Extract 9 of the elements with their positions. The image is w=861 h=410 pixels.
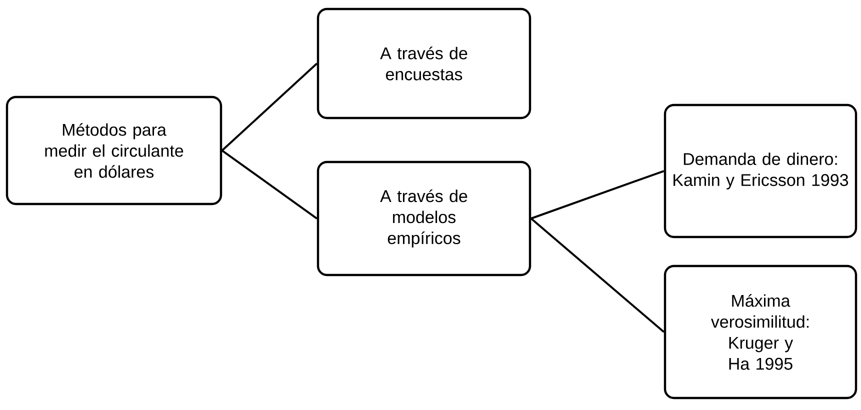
connector-line	[222, 150, 318, 220]
process-box: A través de modelos empíricos	[316, 160, 532, 276]
process-box: Demanda de dinero: Kamin y Ericsson 1993	[664, 104, 858, 238]
process-box: Máxima verosimilitud: Kruger y Ha 1995	[664, 264, 858, 400]
process-box: Métodos para medir el circulante en dólares	[6, 96, 222, 206]
process-box: A través de encuestas	[316, 8, 532, 120]
connector-line	[221, 62, 318, 152]
connector-line	[530, 170, 664, 220]
connector-line	[530, 218, 665, 333]
